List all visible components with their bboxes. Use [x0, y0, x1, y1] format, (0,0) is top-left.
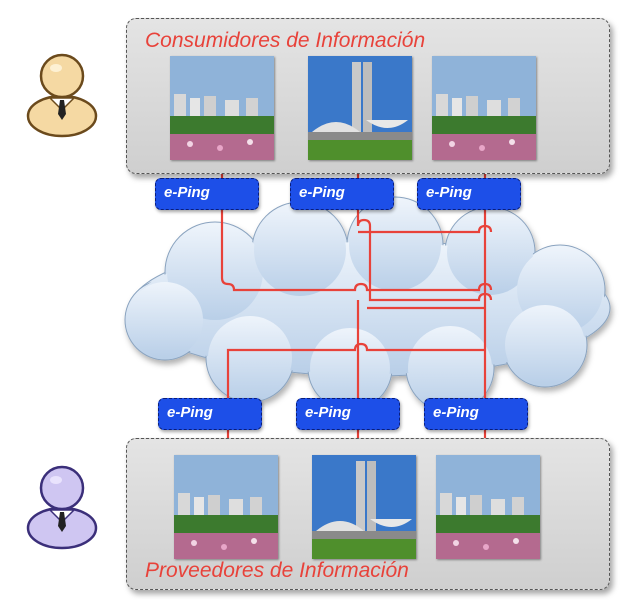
consumer-photo-3 [432, 56, 536, 160]
provider-photo-1 [174, 455, 278, 559]
consumer-photo-1 [170, 56, 274, 160]
eping-badge-bottom-3: e-Ping [424, 398, 528, 430]
providers-title: Proveedores de Información [145, 559, 409, 582]
consumer-user-icon [24, 48, 100, 138]
eping-badge-top-3: e-Ping [417, 178, 521, 210]
eping-badge-bottom-2: e-Ping [296, 398, 400, 430]
provider-photo-3 [436, 455, 540, 559]
provider-photo-2 [312, 455, 416, 559]
consumers-title: Consumidores de Información [145, 29, 426, 52]
eping-badge-top-2: e-Ping [290, 178, 394, 210]
cloud-fill-overlay [127, 199, 608, 410]
provider-user-icon [24, 460, 100, 550]
eping-badge-bottom-1: e-Ping [158, 398, 262, 430]
eping-badge-top-1: e-Ping [155, 178, 259, 210]
consumer-photo-2 [308, 56, 412, 160]
